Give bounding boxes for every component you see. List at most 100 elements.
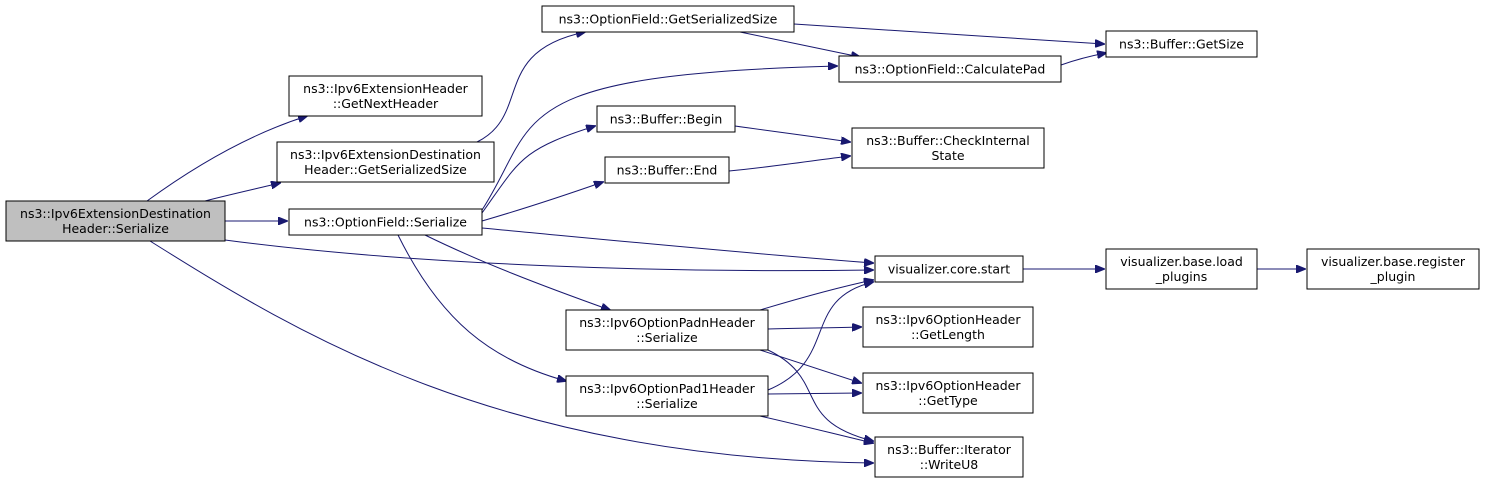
edge-path [759, 415, 873, 443]
edge-path [759, 349, 861, 383]
edge-path [149, 240, 873, 463]
edge-root-to-dest_getserializedsize [204, 183, 280, 202]
edge-path [739, 31, 860, 57]
node-box[interactable] [288, 208, 483, 236]
edge-pad1_serialize-to-writeu8 [759, 415, 873, 443]
node-label-line: ns3::Ipv6OptionPad1Header [579, 381, 755, 396]
node-box[interactable] [874, 436, 1024, 478]
node-label-line: visualizer.base.register [1321, 254, 1466, 269]
node-register-plugin[interactable]: visualizer.base.register_plugin [1306, 248, 1480, 290]
node-label-line: ns3::Ipv6ExtensionDestination [20, 206, 211, 221]
node-label-line: visualizer.core.start [888, 262, 1010, 277]
node-box[interactable] [541, 5, 795, 33]
node-box[interactable] [565, 375, 769, 417]
edge-optionfield_getserializedsize-to-buffer_getsize [793, 23, 1104, 44]
nodes-layer: ns3::Ipv6ExtensionDestinationHeader::Ser… [5, 5, 1480, 478]
node-label-line: ns3::Ipv6ExtensionHeader [303, 81, 469, 96]
node-box[interactable] [276, 141, 495, 183]
edge-path [767, 393, 861, 394]
node-box[interactable] [1306, 248, 1480, 290]
node-box[interactable] [288, 75, 483, 117]
node-calculatepad[interactable]: ns3::OptionField::CalculatePad [838, 55, 1062, 83]
edge-optionfield_serialize-to-padn_serialize [424, 234, 610, 310]
edge-path [1060, 53, 1106, 66]
edge-path [728, 156, 850, 172]
edge-optionfield_serialize-to-buffer_begin [481, 126, 595, 214]
edge-path [481, 182, 603, 222]
node-label-line: Header::GetSerializedSize [304, 162, 467, 177]
node-dest-getserializedsize[interactable]: ns3::Ipv6ExtensionDestinationHeader::Get… [276, 141, 495, 183]
node-label-line: ::WriteU8 [920, 457, 979, 472]
node-getnextheader[interactable]: ns3::Ipv6ExtensionHeader::GetNextHeader [288, 75, 483, 117]
edge-path [481, 66, 837, 211]
node-gettype[interactable]: ns3::Ipv6OptionHeader::GetType [862, 372, 1034, 414]
node-box[interactable] [604, 156, 730, 184]
node-label-line: ::GetNextHeader [333, 96, 439, 111]
node-box[interactable] [565, 309, 769, 351]
node-optionfield-getserializedsize[interactable]: ns3::OptionField::GetSerializedSize [541, 5, 795, 33]
node-buffer-begin[interactable]: ns3::Buffer::Begin [596, 105, 736, 133]
node-label-line: visualizer.base.load [1120, 254, 1243, 269]
edge-path [767, 282, 873, 391]
edge-path [424, 234, 610, 310]
node-label-line: State [931, 148, 964, 163]
node-box[interactable] [862, 306, 1034, 348]
node-pad1-serialize[interactable]: ns3::Ipv6OptionPad1Header::Serialize [565, 375, 769, 417]
node-box[interactable] [838, 55, 1062, 83]
node-label-line: ns3::OptionField::CalculatePad [855, 62, 1046, 77]
node-label-line: _plugins [1155, 269, 1207, 284]
node-label-line: ns3::Ipv6OptionHeader [875, 312, 1021, 327]
node-padn-serialize[interactable]: ns3::Ipv6OptionPadnHeader::Serialize [565, 309, 769, 351]
node-label-line: ns3::Buffer::GetSize [1119, 37, 1244, 52]
edge-path [224, 239, 873, 271]
node-label-line: ::Serialize [636, 330, 698, 345]
node-box[interactable] [1105, 30, 1258, 58]
edge-path [204, 183, 280, 202]
node-root[interactable]: ns3::Ipv6ExtensionDestinationHeader::Ser… [5, 200, 226, 242]
edge-path [481, 227, 873, 263]
node-buffer-end[interactable]: ns3::Buffer::End [604, 156, 730, 184]
node-label-line: ns3::Buffer::CheckInternal [866, 133, 1030, 148]
edge-padn_serialize-to-writeu8 [767, 349, 873, 441]
edge-path [146, 116, 307, 202]
node-label-line: ns3::Buffer::Iterator [887, 442, 1012, 457]
edge-root-to-getnextheader [146, 116, 307, 202]
edge-buffer_begin-to-checkinternalstate [734, 125, 850, 142]
node-box[interactable] [1105, 248, 1258, 290]
edge-root-to-writeu8 [149, 240, 873, 463]
node-optionfield-serialize[interactable]: ns3::OptionField::Serialize [288, 208, 483, 236]
node-box[interactable] [5, 200, 226, 242]
node-core-start[interactable]: visualizer.core.start [874, 255, 1024, 283]
node-writeu8[interactable]: ns3::Buffer::Iterator::WriteU8 [874, 436, 1024, 478]
edge-optionfield_serialize-to-buffer_end [481, 182, 603, 222]
edge-path [397, 234, 566, 381]
edge-path [767, 327, 861, 329]
edge-padn_serialize-to-gettype [759, 349, 861, 383]
edge-calculatepad-to-buffer_getsize [1060, 53, 1106, 66]
node-label-line: ns3::OptionField::Serialize [304, 215, 467, 230]
node-box[interactable] [862, 372, 1034, 414]
edge-path [476, 32, 585, 143]
node-load-plugins[interactable]: visualizer.base.load_plugins [1105, 248, 1258, 290]
node-box[interactable] [596, 105, 736, 133]
node-getlength[interactable]: ns3::Ipv6OptionHeader::GetLength [862, 306, 1034, 348]
edge-path [759, 280, 873, 311]
node-box[interactable] [874, 255, 1024, 283]
node-buffer-getsize[interactable]: ns3::Buffer::GetSize [1105, 30, 1258, 58]
edge-path [793, 23, 1104, 44]
edge-optionfield_serialize-to-calculatepad [481, 66, 837, 211]
node-label-line: _plugin [1370, 269, 1416, 284]
edge-optionfield_serialize-to-pad1_serialize [397, 234, 566, 381]
edge-dest_getserializedsize-to-optionfield_getserializedsize [476, 32, 585, 143]
edge-padn_serialize-to-core_start [759, 280, 873, 311]
node-label-line: ::GetType [918, 393, 978, 408]
node-box[interactable] [851, 127, 1045, 169]
edge-pad1_serialize-to-core_start [767, 282, 873, 391]
node-label-line: ns3::Ipv6OptionPadnHeader [579, 315, 755, 330]
edge-path [734, 125, 850, 142]
node-label-line: ns3::Buffer::Begin [610, 112, 723, 127]
edge-path [481, 126, 595, 214]
edge-optionfield_serialize-to-core_start [481, 227, 873, 263]
